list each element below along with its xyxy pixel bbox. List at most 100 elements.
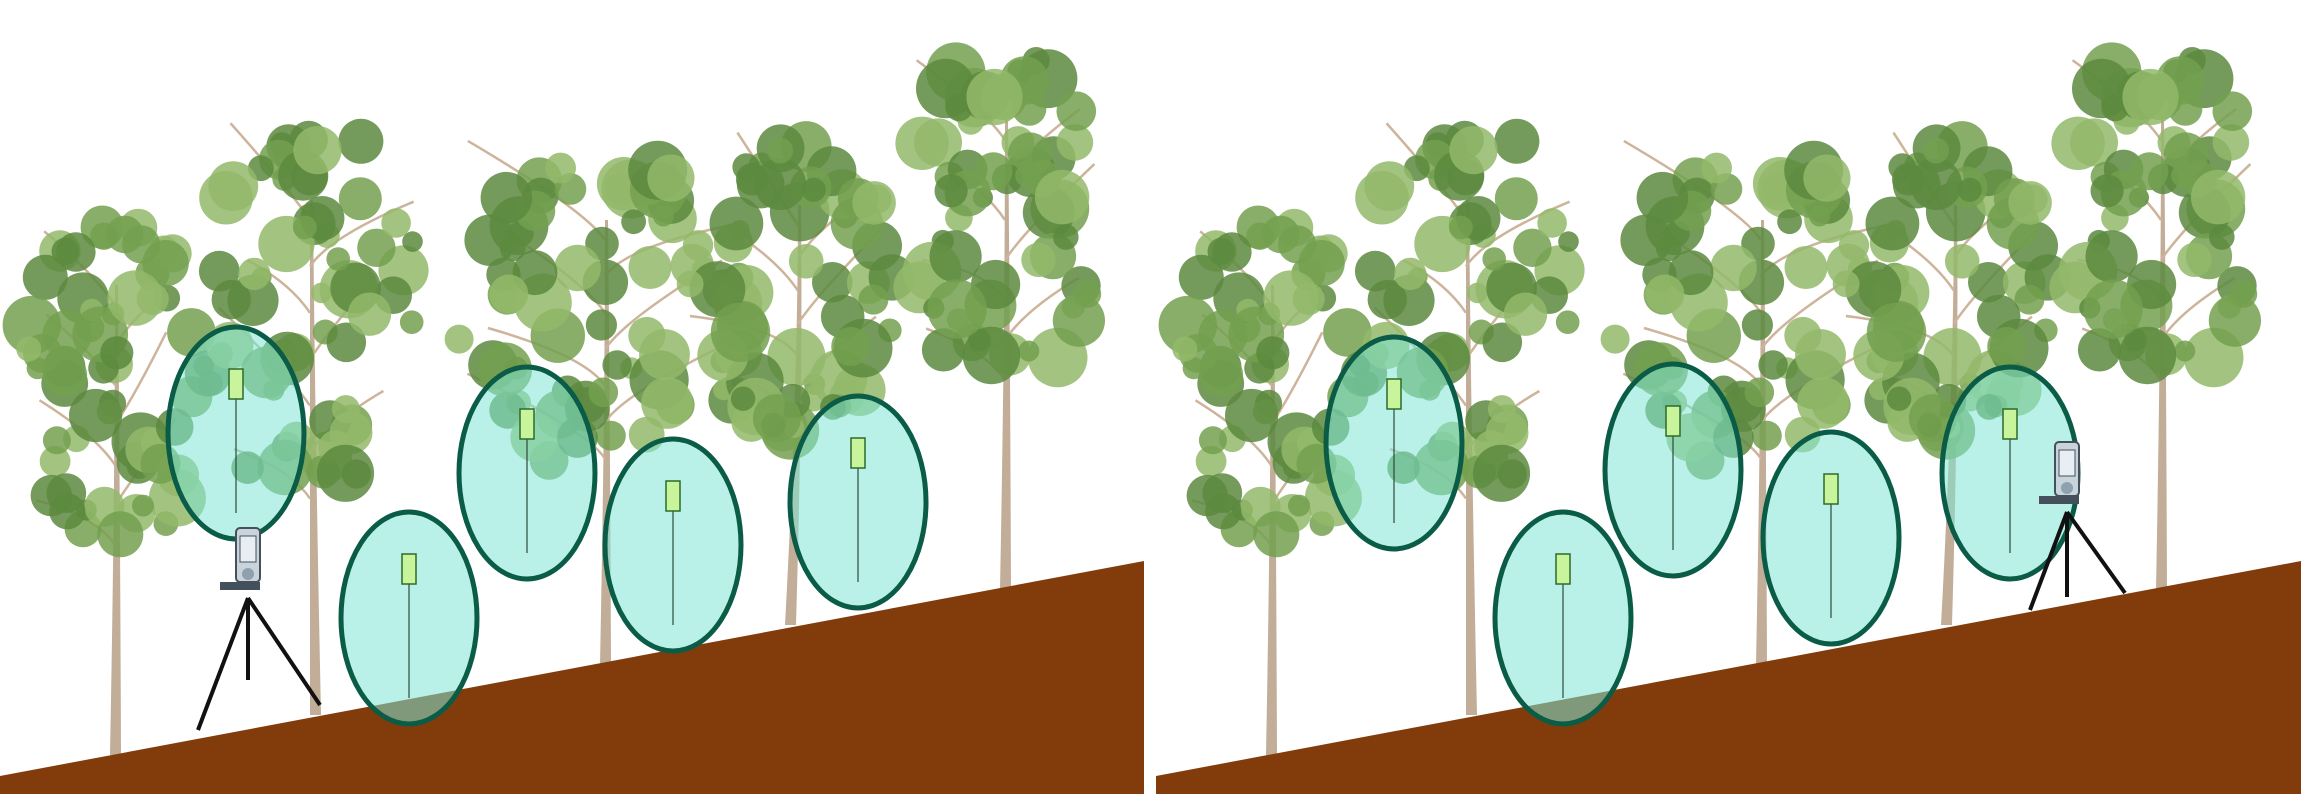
tree-foliage (293, 216, 317, 240)
tree-foliage (2191, 170, 2245, 224)
tree-foliage (1053, 224, 1079, 250)
tree-foliage (1057, 91, 1097, 131)
scanner-window (2059, 450, 2075, 476)
tree-foliage (732, 153, 759, 180)
reflective-target (229, 369, 243, 399)
plot-ellipse-marker (168, 327, 304, 539)
tree-foliage (1556, 310, 1580, 334)
right-ground-slope (1156, 561, 2301, 794)
tree-foliage (348, 293, 391, 336)
tree-foliage (1212, 232, 1251, 271)
tree-foliage (1288, 495, 1310, 517)
tree-foliage (208, 161, 258, 211)
tree-foliage (1945, 244, 1980, 279)
tree-foliage (1601, 325, 1630, 354)
tree-foliage (199, 251, 240, 292)
tree-foliage (326, 247, 350, 271)
plot-ellipse-marker (790, 396, 926, 608)
scanner-lens (242, 568, 254, 580)
tree-foliage (731, 387, 755, 411)
tree-foliage (1745, 378, 1775, 408)
tree-foliage (916, 59, 975, 118)
tree-foliage (1833, 271, 1860, 298)
tree-foliage (1364, 161, 1414, 211)
tree-foliage (647, 155, 694, 202)
tree-foliage (1225, 389, 1278, 442)
scanner-mount (220, 582, 260, 590)
tripod-leg (248, 598, 320, 705)
tree-foliage (1488, 395, 1516, 423)
tree-foliage (2130, 152, 2168, 190)
tree-foliage (2084, 279, 2143, 338)
tree-foliage (1394, 258, 1426, 290)
tree-foliage (545, 153, 576, 184)
tree-foliage (132, 495, 154, 517)
tree-foliage (1053, 295, 1105, 347)
tree-foliage (1498, 459, 1527, 488)
tree-foliage (2091, 174, 2124, 207)
tripod-laser-scanner (198, 528, 320, 730)
tree-foliage (789, 244, 824, 279)
tree-foliage (641, 377, 693, 429)
tree-foliage (445, 325, 474, 354)
tree-foliage (1035, 170, 1089, 224)
tree-foliage (107, 270, 162, 325)
tree-foliage (2177, 243, 2211, 277)
tree-foliage (1637, 172, 1689, 224)
tree-foliage (402, 231, 423, 252)
tree-foliage (1495, 177, 1538, 220)
plot-ellipse-marker (459, 367, 595, 579)
tree-foliage (16, 337, 41, 362)
tree-foliage (1504, 293, 1547, 336)
tree-foliage (2086, 230, 2138, 282)
tree-foliage (895, 117, 948, 170)
tree-foliage (238, 258, 270, 290)
tree-foliage (1923, 138, 1949, 164)
tree-foliage (1253, 511, 1299, 557)
reflective-target (402, 554, 416, 584)
left-ground-slope (0, 561, 1144, 794)
tree-foliage (2171, 164, 2194, 187)
plot-ellipse-marker (1763, 432, 1899, 644)
tree-foliage (1758, 350, 1787, 379)
scanner-mount (2039, 496, 2079, 504)
tree-foliage (43, 310, 92, 359)
tree-foliage (1785, 246, 1828, 289)
tree-foliage (43, 426, 71, 454)
reflective-target (1666, 406, 1680, 436)
tree-foliage (1482, 247, 1506, 271)
tree-foliage (1803, 155, 1850, 202)
tree-foliage (1449, 216, 1473, 240)
left-panel (0, 42, 1144, 794)
tree-foliage (1701, 153, 1732, 184)
tree-foliage (2122, 69, 2178, 125)
tree-foliage (97, 511, 143, 557)
tree-foliage (339, 177, 382, 220)
tree-foliage (1866, 197, 1920, 251)
tree-foliage (342, 459, 371, 488)
tree-foliage (56, 232, 95, 271)
tree-foliage (930, 230, 982, 282)
tree-foliage (831, 327, 870, 366)
scanner-window (240, 536, 256, 562)
tree-foliage (966, 69, 1022, 125)
tree-foliage (1199, 310, 1248, 359)
left-laser-scanner (198, 528, 320, 730)
tree-foliage (1867, 303, 1926, 362)
tree-foliage (400, 310, 424, 334)
tree-foliage (928, 279, 987, 338)
reflective-target (520, 409, 534, 439)
tree-foliage (311, 283, 332, 304)
tree-foliage (2174, 341, 2195, 362)
tree-foliage (100, 336, 133, 369)
tree-foliage (1021, 243, 1055, 277)
plot-ellipse-marker (605, 439, 741, 651)
tree-foliage (1278, 225, 1316, 263)
tree-foliage (1355, 251, 1396, 292)
reflective-target (851, 438, 865, 468)
tree-foliage (710, 197, 764, 251)
tree-foliage (1467, 283, 1488, 304)
tree-foliage (1987, 327, 2026, 366)
tree-foliage (974, 152, 1012, 190)
